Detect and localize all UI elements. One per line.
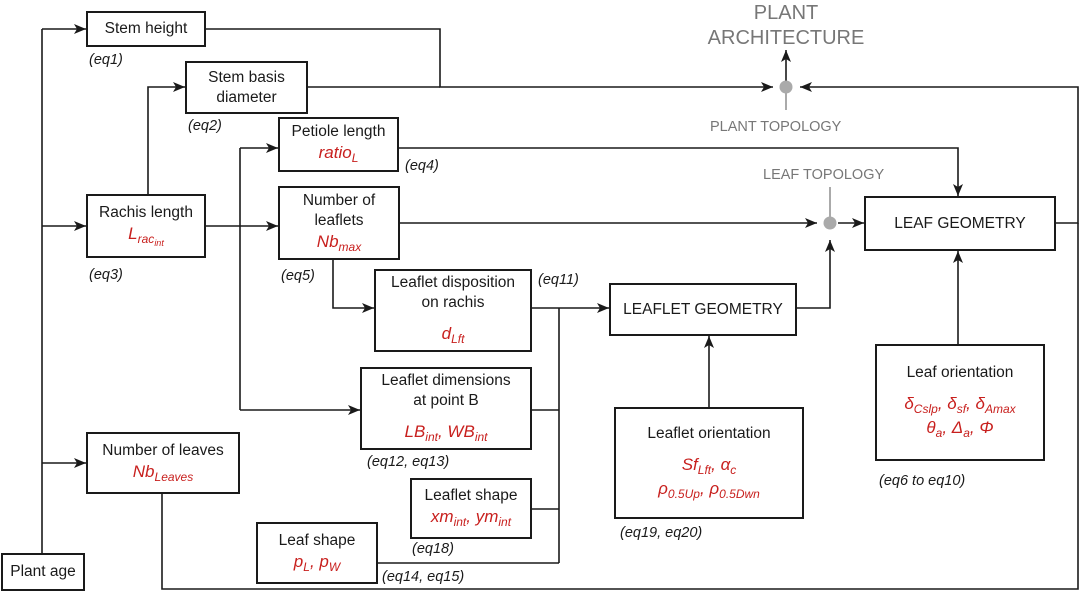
rachis-length-box: Rachis length Lracint	[86, 194, 206, 258]
delta-variables: δCslp, δsf, δAmax	[904, 394, 1016, 417]
leaf-shape-label: Leaf shape	[278, 531, 356, 549]
leaflet-disposition-box: Leaflet disposition on rachis dLft	[374, 269, 532, 352]
leaflet-orientation-label: Leaflet orientation	[647, 424, 771, 442]
sf-alpha-variables: SfLft, αc	[681, 454, 737, 477]
rachis-length-label: Rachis length	[99, 203, 193, 221]
theta-delta-phi-variables: θa, Δa, Φ	[926, 418, 994, 441]
rho-variables: ρ0.5Up, ρ0.5Dwn	[658, 478, 760, 501]
leaflet-shape-label: Leaflet shape	[424, 487, 518, 505]
eq5-label: (eq5)	[281, 268, 315, 284]
leaf-geometry-return	[800, 82, 1079, 224]
leaflet-geometry-box: LEAFLET GEOMETRY	[609, 283, 797, 336]
eq19-eq20-label: (eq19, eq20)	[620, 525, 703, 541]
leaf-topology-node	[823, 216, 837, 230]
eq14-eq15-label: (eq14, eq15)	[382, 569, 465, 585]
plant-topology-label: PLANT TOPOLOGY	[710, 119, 842, 135]
leaf-geometry-box: LEAF GEOMETRY	[864, 196, 1056, 251]
eq6-to-eq10-label: (eq6 to eq10)	[879, 473, 966, 489]
number-of-leaflets-box: Number of leaflets Nbmax	[278, 186, 400, 260]
leaf-orientation-label: Leaf orientation	[906, 364, 1014, 382]
number-of-leaves-box: Number of leaves NbLeaves	[86, 432, 240, 494]
number-of-leaflets-line2: leaflets	[314, 211, 364, 229]
leaflet-dimensions-line2: at point B	[413, 392, 479, 410]
stem-height-box: Stem height	[86, 11, 206, 47]
leaf-shape-box: Leaf shape pL, pW	[256, 522, 378, 584]
leaflet-geometry-label: LEAFLET GEOMETRY	[623, 300, 783, 318]
eq3-label: (eq3)	[89, 267, 123, 283]
lb-wb-variables: LBint, WBint	[404, 422, 488, 445]
eq4-label: (eq4)	[405, 158, 439, 174]
leaf-geometry-label: LEAF GEOMETRY	[894, 214, 1026, 232]
number-of-leaves-label: Number of leaves	[102, 441, 224, 459]
plant-age-label: Plant age	[10, 563, 76, 581]
leaflet-disposition-line2: on rachis	[421, 294, 485, 312]
plant-architecture-line1: PLANT	[753, 2, 819, 24]
pl-pw-variables: pL, pW	[293, 551, 341, 574]
eq18-label: (eq18)	[412, 541, 454, 557]
petiole-length-label: Petiole length	[291, 123, 386, 141]
nb-max-variable: Nbmax	[316, 231, 362, 254]
stem-height-to-topology	[206, 28, 773, 92]
number-of-leaves-return	[161, 223, 1079, 590]
stem-basis-line2: diameter	[216, 88, 277, 106]
leaflet-dimensions-line1: Leaflet dimensions	[381, 372, 511, 390]
leaf-topology-label: LEAF TOPOLOGY	[763, 167, 885, 183]
arrow-to-leaflet-disposition	[332, 260, 374, 313]
petiole-length-box: Petiole length ratioL	[278, 117, 399, 172]
eq12-eq13-label: (eq12, eq13)	[367, 454, 450, 470]
leaflet-geometry-to-leaf-topology	[797, 240, 835, 309]
leaf-orientation-box: Leaf orientation δCslp, δsf, δAmax θa, Δ…	[875, 344, 1045, 461]
arrow-to-stem-basis	[147, 82, 185, 194]
plant-architecture-label: PLANT ARCHITECTURE	[686, 1, 886, 51]
petiole-to-leaf-geometry	[399, 147, 963, 196]
eq11-label: (eq11)	[538, 272, 579, 288]
leaflet-dimensions-box: Leaflet dimensions at point B LBint, WBi…	[360, 367, 532, 450]
eq1-label: (eq1)	[89, 52, 123, 68]
petiole-ratio-variable: ratioL	[318, 143, 359, 166]
number-of-leaflets-line1: Number of	[302, 191, 376, 209]
xm-ym-variables: xmint, ymint	[430, 507, 512, 530]
l-rac-int-variable: Lracint	[128, 223, 164, 248]
stem-basis-diameter-box: Stem basis diameter	[185, 61, 308, 114]
plant-age-box: Plant age	[1, 553, 85, 591]
nb-leaves-variable: NbLeaves	[132, 461, 194, 484]
stem-height-label: Stem height	[104, 20, 188, 38]
leaflet-shape-box: Leaflet shape xmint, ymint	[410, 478, 532, 539]
plant-architecture-line2: ARCHITECTURE	[707, 27, 865, 49]
stem-basis-line1: Stem basis	[208, 68, 285, 86]
plant-topology-node	[779, 80, 793, 94]
leaflet-orientation-box: Leaflet orientation SfLft, αc ρ0.5Up, ρ0…	[614, 407, 804, 519]
d-lft-variable: dLft	[441, 324, 465, 347]
eq2-label: (eq2)	[188, 118, 222, 134]
leaflet-disposition-line1: Leaflet disposition	[390, 274, 516, 292]
